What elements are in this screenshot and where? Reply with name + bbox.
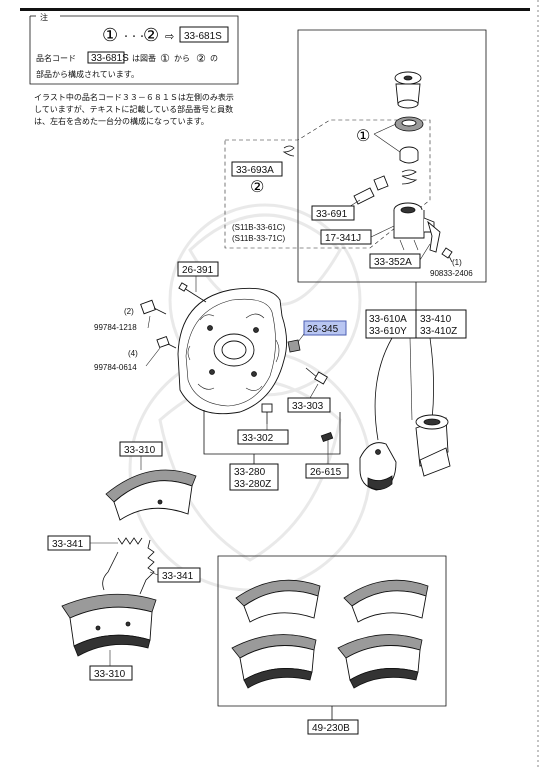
svg-text:33-352A: 33-352A bbox=[374, 257, 412, 268]
note-dots: ・・・ bbox=[122, 32, 146, 41]
screw-33-303-part bbox=[305, 367, 328, 385]
brake-shoe-bottom-part bbox=[61, 593, 157, 657]
pin-26-615-part bbox=[320, 431, 334, 443]
piston-seal-part bbox=[394, 116, 424, 132]
note-line1-m2: ② bbox=[196, 52, 206, 65]
svg-text:49-230B: 49-230B bbox=[312, 723, 350, 734]
callout-q2: (2) bbox=[124, 307, 134, 316]
shoe-set-2-part bbox=[343, 579, 429, 623]
cylinder-spring-part bbox=[401, 169, 418, 185]
bolt-99784-1218-part bbox=[140, 299, 167, 315]
svg-text:33-310: 33-310 bbox=[94, 669, 126, 680]
label-33-303: 33-303 bbox=[287, 397, 331, 413]
sub-note-line2: (S11B-33-71C) bbox=[232, 234, 286, 243]
label-99784-0614: 99784-0614 bbox=[94, 363, 137, 372]
shoe-set-1-part bbox=[235, 579, 321, 623]
svg-text:26-345: 26-345 bbox=[307, 324, 339, 335]
note-line2: 部品から構成されています。 bbox=[36, 69, 139, 79]
note-set-code: 33-681S bbox=[179, 26, 229, 43]
svg-text:33-341: 33-341 bbox=[162, 571, 194, 582]
svg-text:33-280Z: 33-280Z bbox=[234, 479, 271, 490]
note-line1-a: 品名コード bbox=[36, 53, 76, 63]
label-33-693A: 33-693A bbox=[231, 161, 283, 177]
label-49-230B: 49-230B bbox=[307, 719, 359, 735]
label-33-341-left: 33-341 bbox=[47, 535, 91, 551]
svg-text:33-341: 33-341 bbox=[52, 539, 84, 550]
svg-text:33-302: 33-302 bbox=[242, 433, 274, 444]
label-33-280: 33-280 33-280Z bbox=[229, 463, 279, 491]
bleeder-screw-part bbox=[353, 175, 389, 205]
svg-text:33-410Z: 33-410Z bbox=[420, 326, 457, 337]
bolt-99784-0614-part bbox=[156, 335, 177, 349]
top-rule bbox=[20, 8, 530, 11]
adjuster-lever-part bbox=[427, 220, 441, 253]
label-33-310-bottom: 33-310 bbox=[89, 665, 133, 681]
long-bolt-part bbox=[178, 282, 207, 303]
label-26-345: 26-345 bbox=[303, 320, 347, 336]
note-line1-b: は図番 bbox=[132, 53, 156, 63]
svg-text:33-310: 33-310 bbox=[124, 445, 156, 456]
svg-text:33-681S: 33-681S bbox=[184, 31, 222, 42]
note-line1-c: から bbox=[174, 54, 190, 63]
label-33-691: 33-691 bbox=[311, 205, 355, 221]
backing-plate-part bbox=[177, 287, 287, 415]
svg-text:33-303: 33-303 bbox=[292, 401, 324, 412]
label-33-341-right: 33-341 bbox=[157, 567, 201, 583]
remark-line2: していますが、テキストに記載している部品番号と員数 bbox=[34, 104, 233, 114]
callout-q4: (4) bbox=[128, 349, 138, 358]
label-33-610A: 33-610A 33-610Y bbox=[365, 309, 417, 339]
wheel-cylinder-part bbox=[415, 414, 451, 477]
svg-text:33-410: 33-410 bbox=[420, 314, 452, 325]
sub-note-line1: (S11B-33-61C) bbox=[232, 223, 286, 232]
svg-text:33-610Y: 33-610Y bbox=[369, 326, 407, 337]
note-line1-d: の bbox=[210, 54, 218, 63]
label-33-302: 33-302 bbox=[237, 429, 289, 445]
brake-shoe-top-part bbox=[105, 469, 197, 521]
brake-caliper-part bbox=[359, 442, 397, 491]
small-bolt-part bbox=[441, 247, 453, 263]
svg-text:33-681S: 33-681S bbox=[91, 53, 129, 64]
callout-1: ① bbox=[356, 126, 370, 145]
remark-line1: イラスト中の品名コード３３－６８１Ｓは左側のみ表示 bbox=[34, 92, 234, 102]
label-26-615: 26-615 bbox=[305, 463, 349, 479]
label-26-391: 26-391 bbox=[177, 261, 219, 277]
return-spring-right-part bbox=[139, 539, 155, 595]
label-33-310-top: 33-310 bbox=[119, 441, 163, 457]
label-90833: 90833-2406 bbox=[430, 269, 473, 278]
svg-text:17-341J: 17-341J bbox=[325, 233, 361, 244]
note-box: 注 ① ・・・ ② ⇨ 33-681S 品名コード 33-681S は図番 ① … bbox=[29, 12, 239, 85]
bolt-33-302-part bbox=[261, 403, 273, 424]
note-heading: 注 bbox=[40, 12, 48, 22]
label-17-341J: 17-341J bbox=[320, 229, 372, 245]
svg-text:33-610A: 33-610A bbox=[369, 314, 407, 325]
svg-text:26-391: 26-391 bbox=[182, 265, 214, 276]
cylinder-body-part bbox=[393, 202, 435, 251]
cylinder-kit-box bbox=[224, 29, 487, 283]
pad-26-345-part bbox=[287, 339, 301, 353]
note-line1-code: 33-681S bbox=[87, 51, 129, 64]
piston-part bbox=[399, 146, 419, 164]
note-arrow: ⇨ bbox=[165, 30, 174, 43]
callout-2: ② bbox=[250, 177, 264, 196]
label-99784-1218: 99784-1218 bbox=[94, 323, 137, 332]
label-33-352A: 33-352A bbox=[369, 253, 421, 269]
remark-line3: は、左右を含めた一台分の構成になっています。 bbox=[34, 116, 209, 126]
note-marker-end: ② bbox=[143, 25, 159, 46]
callout-q1: (1) bbox=[452, 258, 462, 267]
label-33-410: 33-410 33-410Z bbox=[415, 309, 467, 339]
shoe-set-4-part bbox=[337, 634, 423, 689]
note-line1-m1: ① bbox=[160, 52, 170, 65]
note-marker-start: ① bbox=[102, 25, 118, 46]
shoe-set-3-part bbox=[231, 634, 317, 689]
svg-text:26-615: 26-615 bbox=[310, 467, 342, 478]
svg-text:33-693A: 33-693A bbox=[236, 165, 274, 176]
return-spring-left-part bbox=[102, 537, 143, 591]
spring-small-part bbox=[282, 145, 295, 157]
svg-text:33-280: 33-280 bbox=[234, 467, 266, 478]
svg-text:33-691: 33-691 bbox=[316, 209, 348, 220]
dust-boot-part bbox=[394, 71, 422, 109]
